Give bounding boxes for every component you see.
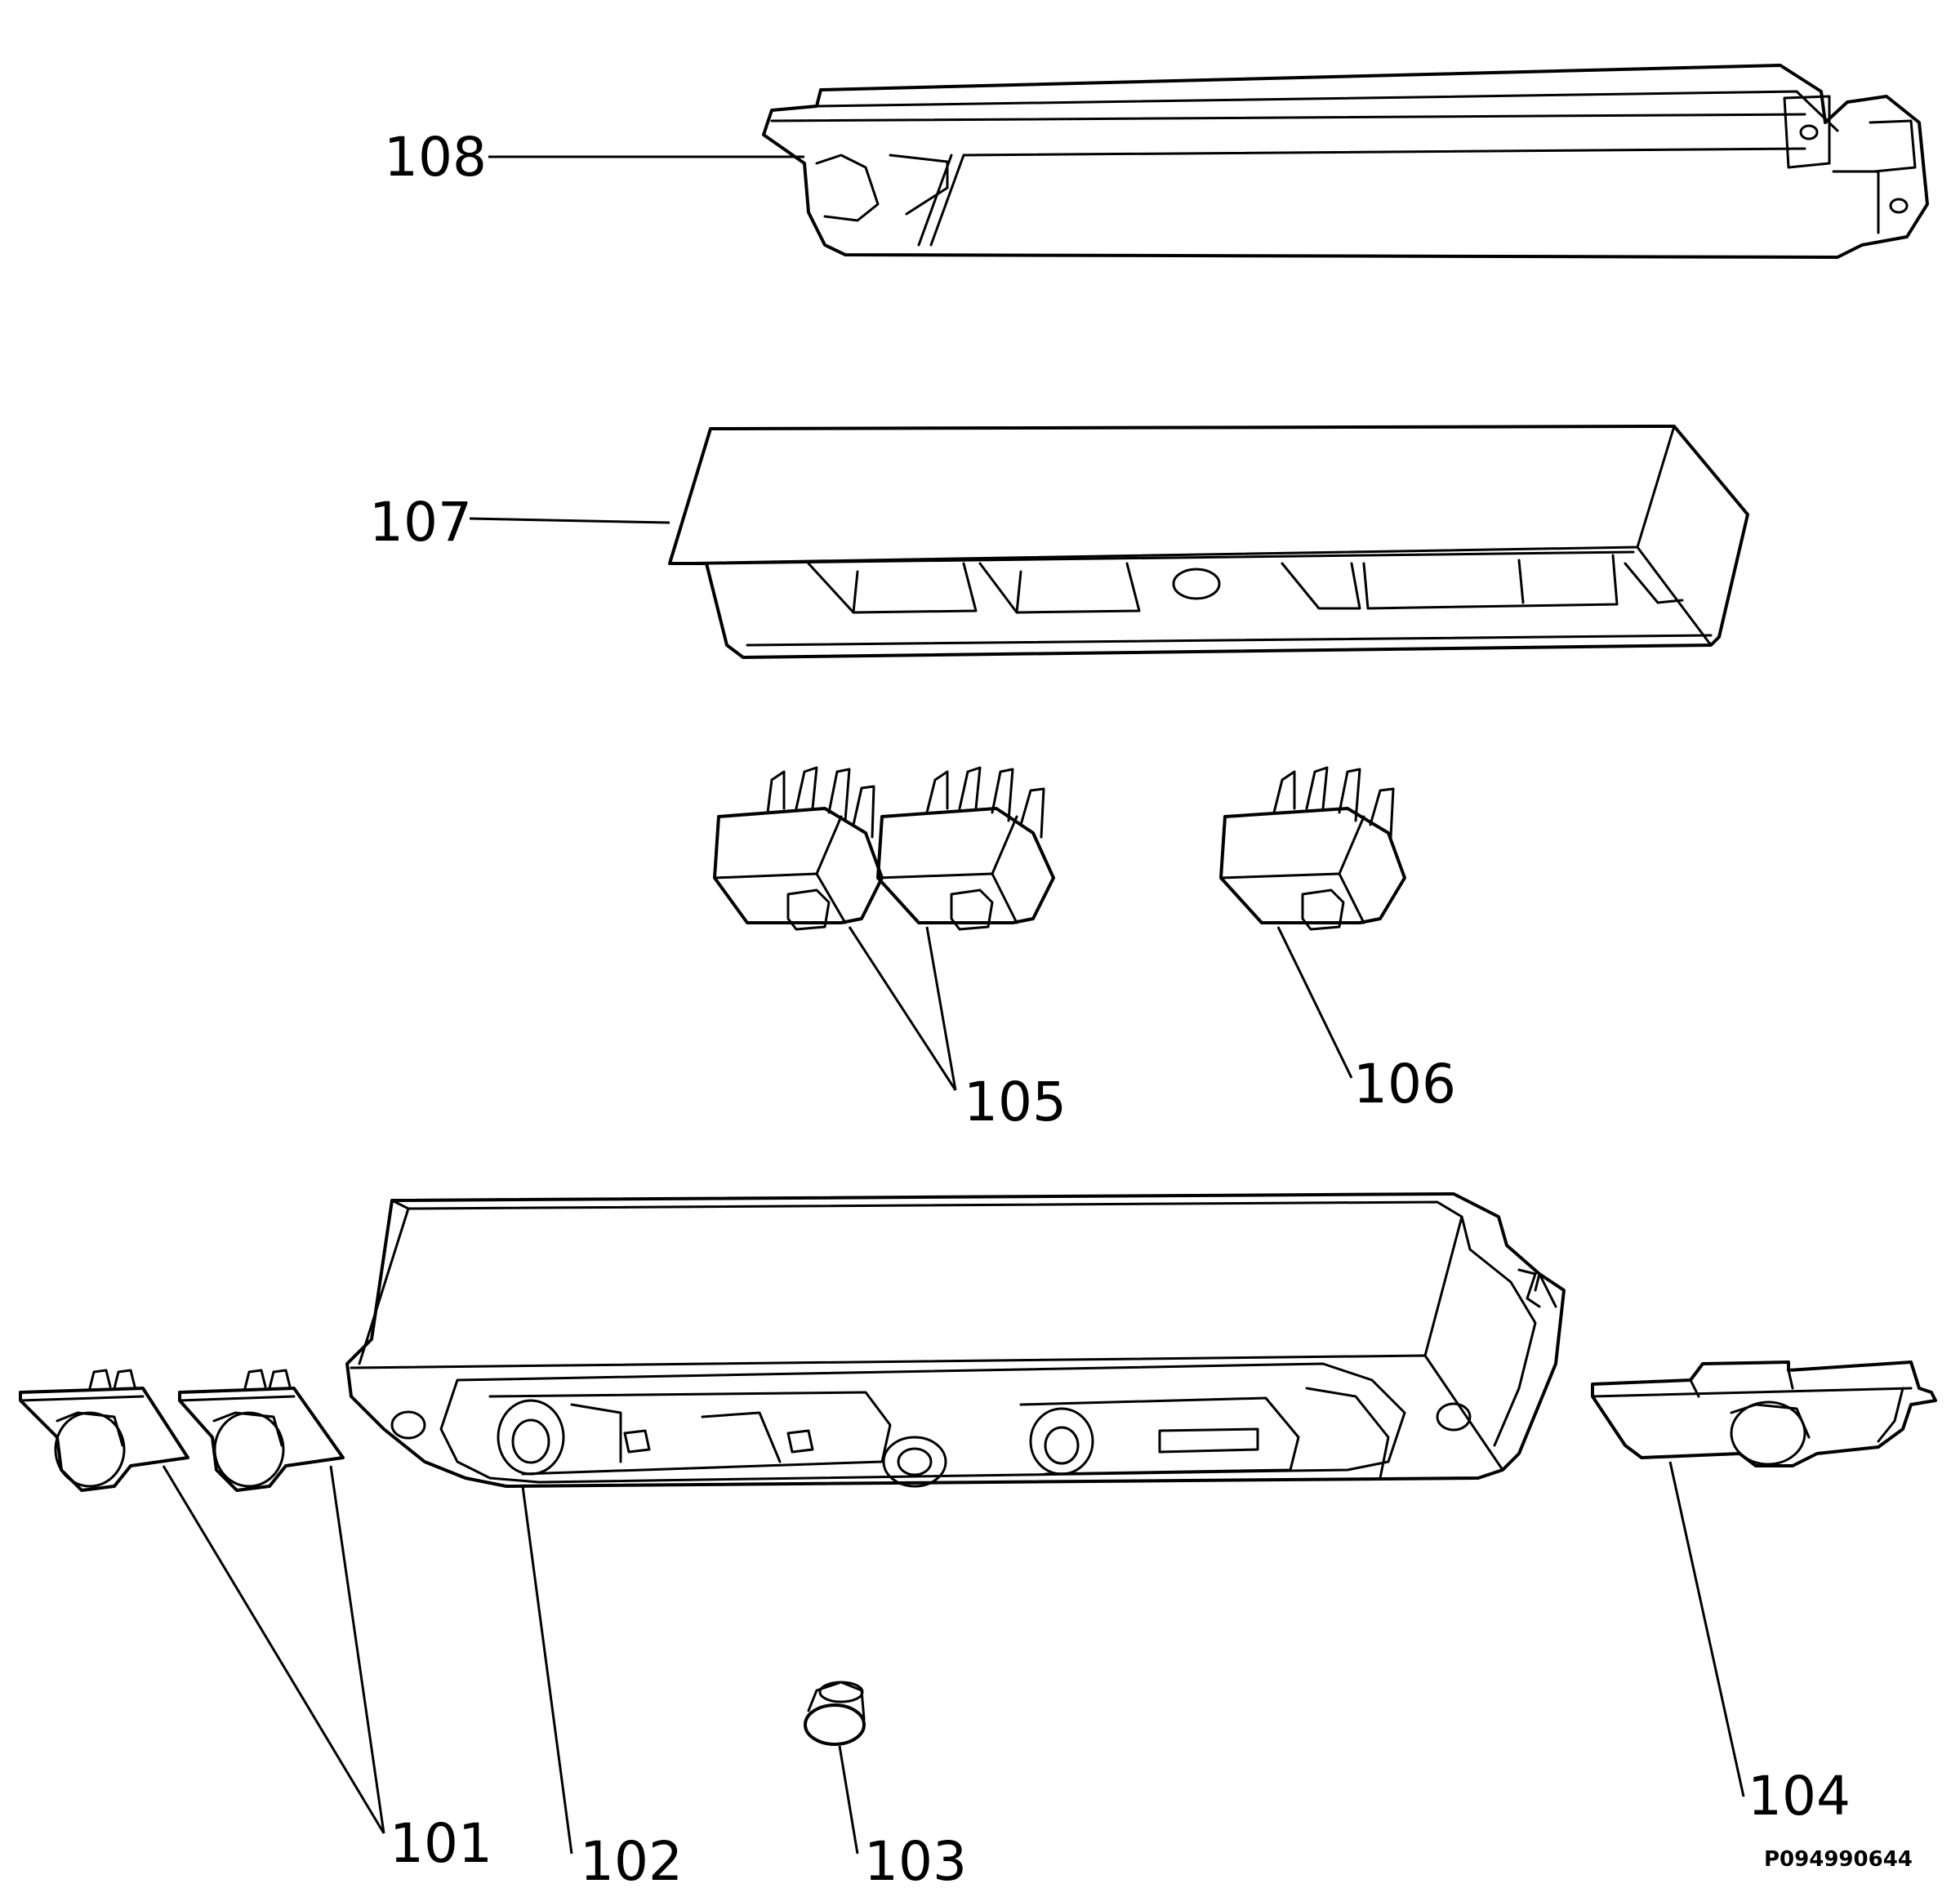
label-108: 108 — [384, 126, 487, 189]
part-105-switches — [713, 766, 1055, 931]
part-106-switch — [1219, 766, 1406, 931]
diagram-code: P094990644 — [1764, 1847, 1913, 1872]
part-107-frame — [668, 425, 1749, 659]
label-105: 105 — [964, 1071, 1067, 1133]
part-108-top-cover — [762, 64, 1929, 259]
label-103: 103 — [864, 1830, 967, 1893]
label-102: 102 — [580, 1830, 683, 1893]
part-102-housing — [345, 1192, 1566, 1488]
label-107: 107 — [369, 491, 472, 554]
label-101: 101 — [390, 1812, 492, 1875]
part-101-caps — [19, 1369, 345, 1492]
label-106: 106 — [1353, 1053, 1456, 1115]
part-104-cap — [1591, 1360, 1937, 1467]
label-104: 104 — [1748, 1765, 1851, 1828]
part-103-plug — [804, 1681, 866, 1746]
